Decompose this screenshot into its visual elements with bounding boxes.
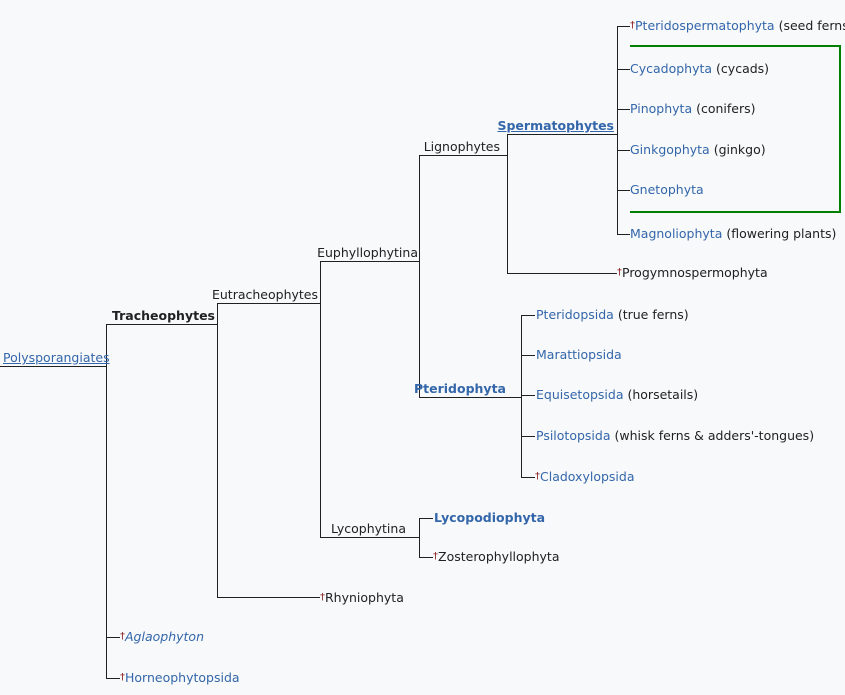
root-link[interactable]: Polysporangiates <box>3 350 110 365</box>
branch-line <box>0 366 107 367</box>
branch-line <box>320 537 420 538</box>
extinct-dagger-icon: † <box>617 267 622 278</box>
extinct-dagger-icon: † <box>120 672 125 683</box>
highlight-box-top <box>630 45 841 47</box>
magnoliophyta-link[interactable]: Magnoliophyta <box>630 226 723 241</box>
spermatophytes-link[interactable]: Spermatophytes <box>497 118 614 133</box>
branch-line <box>507 273 617 274</box>
branch-line <box>521 477 535 478</box>
zosterophyllophyta-label: Zosterophyllophyta <box>438 549 560 564</box>
pteridophyta-link[interactable]: Pteridophyta <box>413 381 506 396</box>
branch-line <box>106 324 107 679</box>
leaf-note: (whisk ferns & adders'-tongues) <box>614 428 815 443</box>
ginkgophyta-link[interactable]: Ginkgophyta <box>630 142 710 157</box>
leaf-note: (horsetails) <box>627 387 699 402</box>
equisetopsida-link[interactable]: Equisetopsida <box>536 387 624 402</box>
aglaophyton-link[interactable]: Aglaophyton <box>125 629 204 644</box>
branch-line <box>521 315 535 316</box>
extinct-dagger-icon: † <box>320 592 325 603</box>
cycadophyta-link[interactable]: Cycadophyta <box>630 61 713 76</box>
leaf-psilotopsida: Psilotopsida (whisk ferns & adders'-tong… <box>536 428 814 444</box>
leaf-gnetophyta: Gnetophyta <box>630 182 704 198</box>
branch-line <box>507 134 508 274</box>
branch-line <box>217 303 321 304</box>
branch-line <box>320 261 321 538</box>
progymnospermophyta-label: Progymnospermophyta <box>622 265 768 280</box>
branch-line <box>419 397 522 398</box>
branch-line <box>217 303 218 598</box>
branch-line <box>617 26 630 27</box>
branch-line <box>617 150 630 151</box>
branch-line <box>521 315 522 478</box>
branch-line <box>419 155 420 398</box>
leaf-cladoxylopsida: †Cladoxylopsida <box>535 469 635 485</box>
leaf-note: (ginkgo) <box>713 142 766 157</box>
branch-line <box>521 395 535 396</box>
branch-line <box>507 134 618 135</box>
euphyllophytina-label: Euphyllophytina <box>317 245 418 260</box>
pinophyta-link[interactable]: Pinophyta <box>630 101 693 116</box>
branch-line <box>217 597 320 598</box>
leaf-aglaophyton: †Aglaophyton <box>120 629 204 645</box>
leaf-note: (flowering plants) <box>726 226 837 241</box>
pteridospermatophyta-link[interactable]: Pteridospermatophyta <box>635 18 775 33</box>
branch-line <box>521 355 535 356</box>
horneophytopsida-link[interactable]: Horneophytopsida <box>125 670 240 685</box>
rhyniophyta-label: Rhyniophyta <box>325 590 404 605</box>
leaf-pteridopsida: Pteridopsida (true ferns) <box>536 307 689 323</box>
extinct-dagger-icon: † <box>433 551 438 562</box>
branch-line <box>320 261 420 262</box>
branch-line <box>617 69 630 70</box>
leaf-horneophytopsida: †Horneophytopsida <box>120 670 240 686</box>
branch-line <box>617 109 630 110</box>
leaf-progymnospermophyta: †Progymnospermophyta <box>617 265 768 281</box>
lycophytina-label: Lycophytina <box>331 521 406 536</box>
pteridopsida-link[interactable]: Pteridopsida <box>536 307 614 322</box>
highlight-box-bottom <box>630 211 841 213</box>
leaf-cycadophyta: Cycadophyta (cycads) <box>630 61 769 77</box>
leaf-note: (cycads) <box>716 61 770 76</box>
psilotopsida-link[interactable]: Psilotopsida <box>536 428 611 443</box>
branch-line <box>106 324 218 325</box>
leaf-magnoliophyta: Magnoliophyta (flowering plants) <box>630 226 836 242</box>
leaf-equisetopsida: Equisetopsida (horsetails) <box>536 387 698 403</box>
cladoxylopsida-link[interactable]: Cladoxylopsida <box>540 469 635 484</box>
leaf-rhyniophyta: †Rhyniophyta <box>320 590 404 606</box>
branch-line <box>617 234 630 235</box>
branch-line <box>419 557 433 558</box>
lignophytes-label: Lignophytes <box>423 139 500 154</box>
branch-line <box>419 518 420 558</box>
eutracheophytes-label: Eutracheophytes <box>211 287 318 302</box>
branch-line <box>106 637 120 638</box>
branch-line <box>419 155 508 156</box>
branch-line <box>419 518 433 519</box>
leaf-note: (true ferns) <box>617 307 689 322</box>
leaf-note: (conifers) <box>696 101 756 116</box>
leaf-marattiopsida: Marattiopsida <box>536 347 622 363</box>
gnetophyta-link[interactable]: Gnetophyta <box>630 182 704 197</box>
branch-line <box>617 26 618 235</box>
tracheophytes-label: Tracheophytes <box>111 308 215 323</box>
extinct-dagger-icon: † <box>120 631 125 642</box>
highlight-box-right <box>839 45 841 213</box>
leaf-pinophyta: Pinophyta (conifers) <box>630 101 756 117</box>
extinct-dagger-icon: † <box>535 471 540 482</box>
marattiopsida-link[interactable]: Marattiopsida <box>536 347 622 362</box>
leaf-ginkgophyta: Ginkgophyta (ginkgo) <box>630 142 766 158</box>
leaf-note: (seed ferns) <box>778 18 845 33</box>
leaf-zosterophyllophyta: †Zosterophyllophyta <box>433 549 560 565</box>
lycopodiophyta-link[interactable]: Lycopodiophyta <box>434 510 546 525</box>
branch-line <box>106 678 120 679</box>
leaf-pteridospermatophyta: †Pteridospermatophyta (seed ferns) <box>630 18 845 34</box>
branch-line <box>617 190 630 191</box>
extinct-dagger-icon: † <box>630 20 635 31</box>
branch-line <box>521 436 535 437</box>
